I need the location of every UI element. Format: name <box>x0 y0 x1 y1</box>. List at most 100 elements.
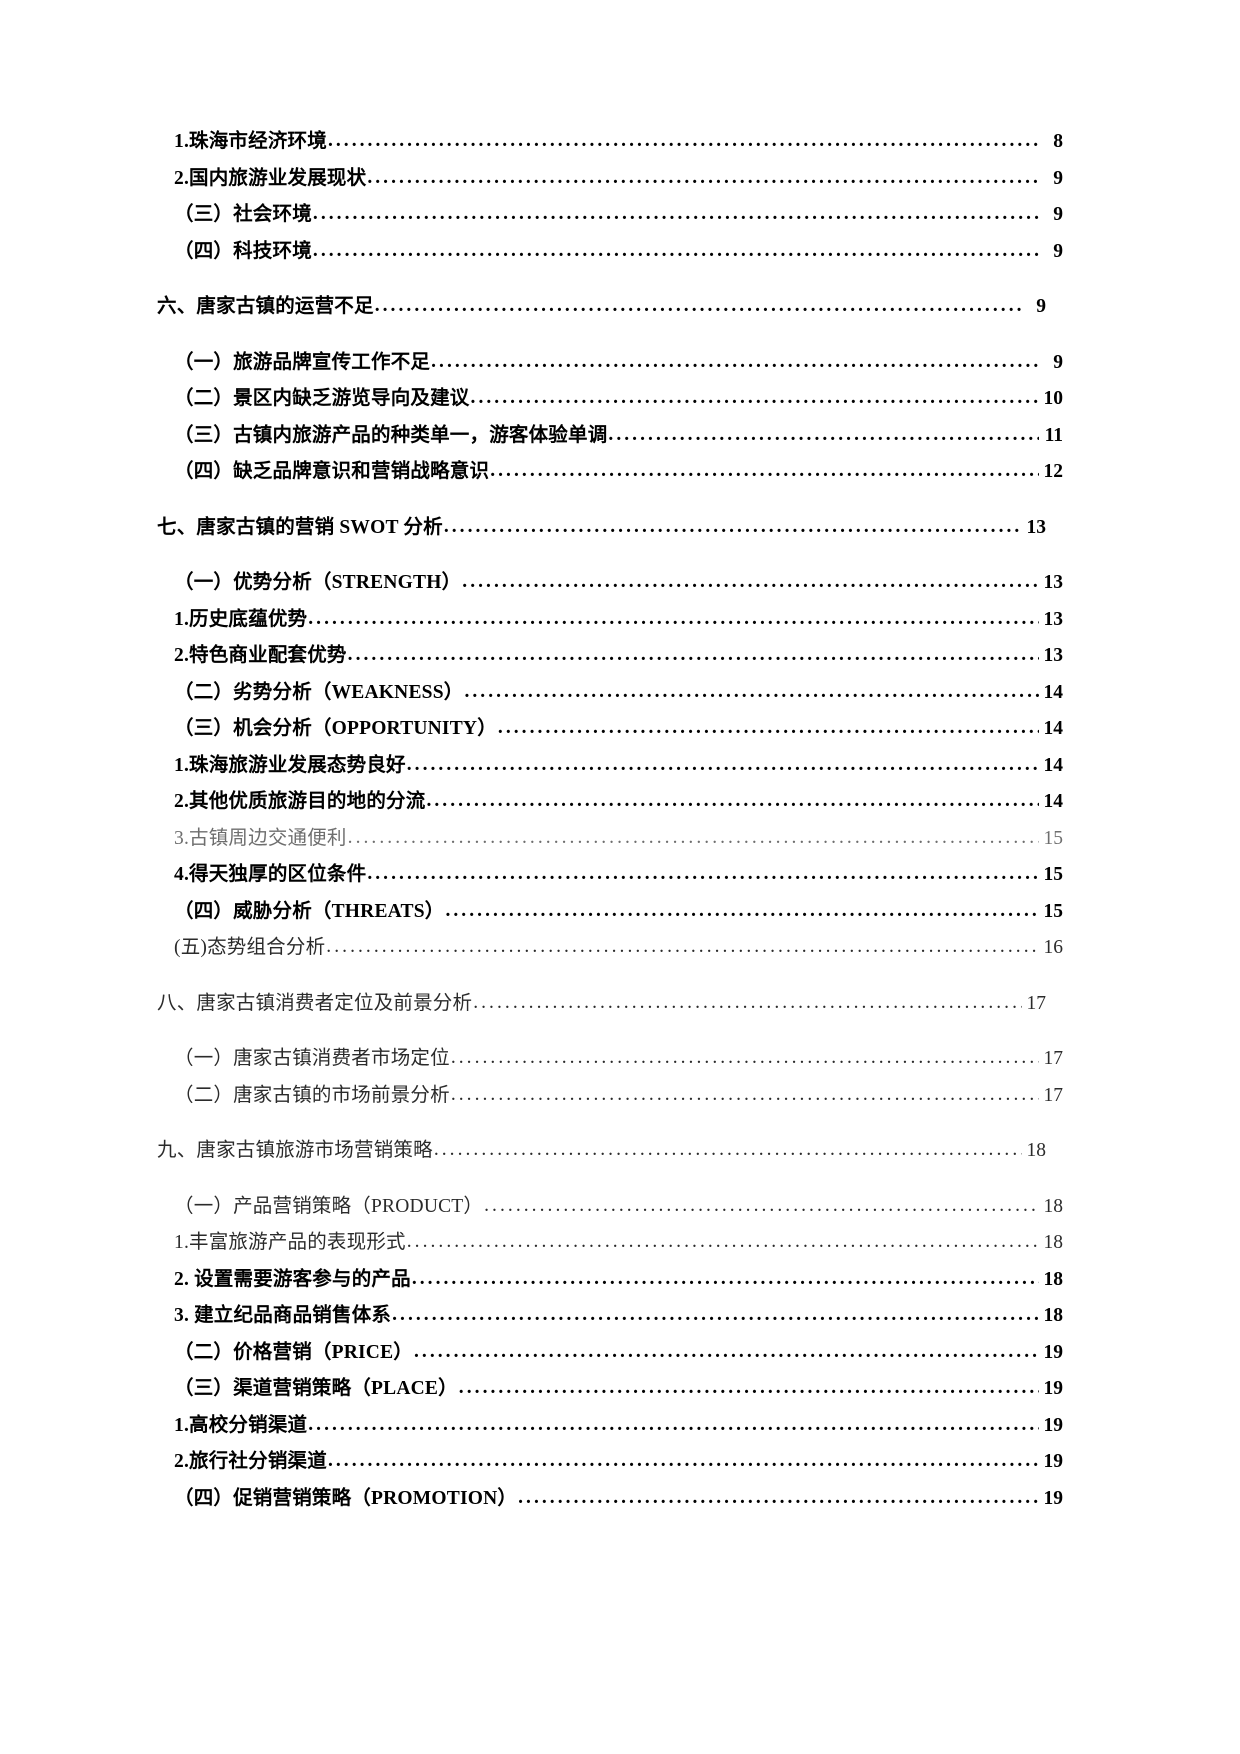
toc-entry-title: （三）古镇内旅游产品的种类单一，游客体验单调 <box>174 424 608 446</box>
toc-entry[interactable]: 1.珠海旅游业发展态势良好 14 <box>157 754 1064 776</box>
toc-dot-leader <box>326 937 1039 957</box>
toc-entry[interactable]: （三）机会分析（OPPORTUNITY）14 <box>157 719 1063 739</box>
toc-entry[interactable]: 九、唐家古镇旅游市场营销策略18 <box>157 1141 1046 1161</box>
toc-entry-title: 3. 建立纪品商品销售体系 <box>174 1305 392 1326</box>
toc-entry[interactable]: 2.国内旅游业发展现状 9 <box>157 167 1063 189</box>
toc-entry[interactable]: 3.古镇周边交通便利15 <box>157 827 1064 849</box>
toc-entry-page-number: 9 <box>1053 167 1063 189</box>
toc-entry[interactable]: （一）旅游品牌宣传工作不足 9 <box>157 351 1063 373</box>
toc-entry-title: 八、唐家古镇消费者定位及前景分析 <box>157 992 473 1014</box>
toc-entry[interactable]: 2. 设置需要游客参与的产品18 <box>157 1269 1063 1290</box>
toc-entry[interactable]: （二）唐家古镇的市场前景分析 17 <box>157 1084 1064 1106</box>
toc-entry-page-number: 19 <box>1043 1414 1064 1436</box>
toc-entry-title: （四）促销营销策略（PROMOTION） <box>174 1487 518 1509</box>
toc-entry-page-number: 13 <box>1026 516 1047 538</box>
toc-dot-leader <box>434 1140 1022 1160</box>
toc-dot-leader <box>414 1342 1039 1362</box>
toc-entry-title: 2.旅行社分销渠道 <box>174 1451 327 1472</box>
toc-entry[interactable]: 2.旅行社分销渠道19 <box>157 1452 1063 1472</box>
toc-entry[interactable]: 1.高校分销渠道19 <box>157 1414 1064 1436</box>
toc-entry-title: 2.其他优质旅游目的地的分流 <box>174 791 426 812</box>
toc-entry-page-number: 15 <box>1043 900 1064 922</box>
toc-entry-page-number: 19 <box>1043 1341 1064 1363</box>
toc-entry[interactable]: 八、唐家古镇消费者定位及前景分析17 <box>157 992 1046 1014</box>
toc-entry[interactable]: 2.特色商业配套优势 13 <box>157 646 1063 666</box>
toc-entry-title: 1.珠海市经济环境 <box>174 131 327 152</box>
toc-entry-page-number: 13 <box>1043 572 1064 593</box>
toc-entry-page-number: 14 <box>1043 791 1064 812</box>
toc-entry-page-number: 18 <box>1043 1195 1064 1217</box>
toc-entry[interactable]: 1.丰富旅游产品的表现形式18 <box>157 1233 1063 1253</box>
toc-entry-title: 2.国内旅游业发展现状 <box>174 167 367 189</box>
toc-dot-leader <box>367 864 1039 884</box>
toc-dot-leader <box>451 1048 1039 1068</box>
toc-dot-leader <box>471 388 1039 408</box>
toc-dot-leader <box>308 609 1039 629</box>
toc-entry-title: (五)态势组合分析 <box>174 937 326 958</box>
toc-entry-title: （四）威胁分析（THREATS） <box>174 900 445 922</box>
toc-entry[interactable]: （一）产品营销策略（PRODUCT）18 <box>157 1195 1064 1217</box>
toc-entry-title: 1.珠海旅游业发展态势良好 <box>174 754 406 776</box>
toc-entry[interactable]: （四）威胁分析（THREATS） 15 <box>157 900 1064 922</box>
toc-entry-page-number: 11 <box>1044 424 1063 446</box>
toc-entry[interactable]: (五)态势组合分析16 <box>157 938 1063 958</box>
toc-entry[interactable]: （四）促销营销策略（PROMOTION）19 <box>157 1487 1063 1509</box>
toc-entry-page-number: 9 <box>1053 204 1063 225</box>
toc-entry[interactable]: 六、唐家古镇的运营不足9 <box>157 297 1046 317</box>
toc-dot-leader <box>451 1085 1039 1105</box>
toc-dot-leader <box>518 1488 1039 1508</box>
toc-entry-title: 2.特色商业配套优势 <box>174 645 347 666</box>
toc-entry-page-number: 18 <box>1043 1305 1064 1326</box>
toc-entry[interactable]: （二）景区内缺乏游览导向及建议10 <box>157 389 1063 409</box>
toc-entry-title: 1.历史底蕴优势 <box>174 608 308 630</box>
toc-entry[interactable]: 1.历史底蕴优势13 <box>157 608 1063 630</box>
toc-entry[interactable]: （四）缺乏品牌意识和营销战略意识12 <box>157 462 1063 482</box>
toc-entry-page-number: 19 <box>1043 1378 1064 1399</box>
toc-dot-leader <box>308 1415 1039 1435</box>
toc-dot-leader <box>375 296 1022 316</box>
toc-dot-leader <box>328 1451 1039 1471</box>
toc-entry[interactable]: （三）社会环境 9 <box>157 205 1063 225</box>
toc-entry[interactable]: （三）渠道营销策略（PLACE） 19 <box>157 1379 1063 1399</box>
toc-entry-page-number: 15 <box>1043 827 1064 849</box>
toc-entry-title: 九、唐家古镇旅游市场营销策略 <box>157 1140 433 1161</box>
toc-dot-leader <box>490 461 1039 481</box>
toc-entry-page-number: 9 <box>1036 296 1046 317</box>
toc-entry-title: （三）社会环境 <box>174 204 312 225</box>
toc-dot-leader <box>392 1305 1039 1325</box>
toc-entry[interactable]: （二）劣势分析（WEAKNESS）14 <box>157 681 1063 703</box>
toc-dot-leader <box>498 718 1039 738</box>
toc-entry-title: 1.丰富旅游产品的表现形式 <box>174 1232 406 1253</box>
toc-entry[interactable]: 4.得天独厚的区位条件15 <box>157 865 1063 885</box>
toc-entry-page-number: 14 <box>1043 754 1064 776</box>
toc-dot-leader <box>407 755 1039 775</box>
toc-entry-page-number: 9 <box>1053 351 1063 373</box>
toc-dot-leader <box>608 425 1039 445</box>
toc-entry-title: （一）唐家古镇消费者市场定位 <box>174 1048 450 1069</box>
toc-entry[interactable]: 七、唐家古镇的营销 SWOT 分析13 <box>157 516 1047 538</box>
toc-dot-leader <box>464 682 1039 702</box>
toc-entry[interactable]: （二）价格营销（PRICE）19 <box>157 1341 1064 1363</box>
toc-dot-leader <box>313 204 1039 224</box>
toc-dot-leader <box>445 901 1039 921</box>
toc-entry[interactable]: 1.珠海市经济环境8 <box>157 132 1063 152</box>
toc-entry-title: （一）旅游品牌宣传工作不足 <box>174 351 431 373</box>
toc-entry-page-number: 13 <box>1043 645 1064 666</box>
table-of-contents: 1.珠海市经济环境8 2.国内旅游业发展现状 9 （三）社会环境 9 （四）科技环境9 六、… <box>157 132 1063 1508</box>
toc-entry[interactable]: （四）科技环境9 <box>157 241 1063 262</box>
toc-entry-page-number: 12 <box>1043 461 1064 482</box>
toc-entry-title: （二）唐家古镇的市场前景分析 <box>174 1084 450 1106</box>
toc-dot-leader <box>407 1232 1039 1252</box>
toc-dot-leader <box>484 1196 1039 1216</box>
toc-entry[interactable]: （一）唐家古镇消费者市场定位17 <box>157 1049 1063 1069</box>
toc-entry[interactable]: （一）优势分析（STRENGTH）13 <box>157 573 1063 593</box>
toc-entry[interactable]: 3. 建立纪品商品销售体系 18 <box>157 1306 1063 1326</box>
toc-entry-title: （三）渠道营销策略（PLACE） <box>174 1378 458 1399</box>
toc-entry[interactable]: （三）古镇内旅游产品的种类单一，游客体验单调 11 <box>157 424 1063 446</box>
toc-dot-leader <box>431 352 1039 372</box>
toc-entry-title: （二）劣势分析（WEAKNESS） <box>174 681 464 703</box>
toc-entry[interactable]: 2.其他优质旅游目的地的分流 14 <box>157 792 1063 812</box>
toc-dot-leader <box>348 645 1039 665</box>
toc-entry-page-number: 17 <box>1043 1084 1064 1106</box>
